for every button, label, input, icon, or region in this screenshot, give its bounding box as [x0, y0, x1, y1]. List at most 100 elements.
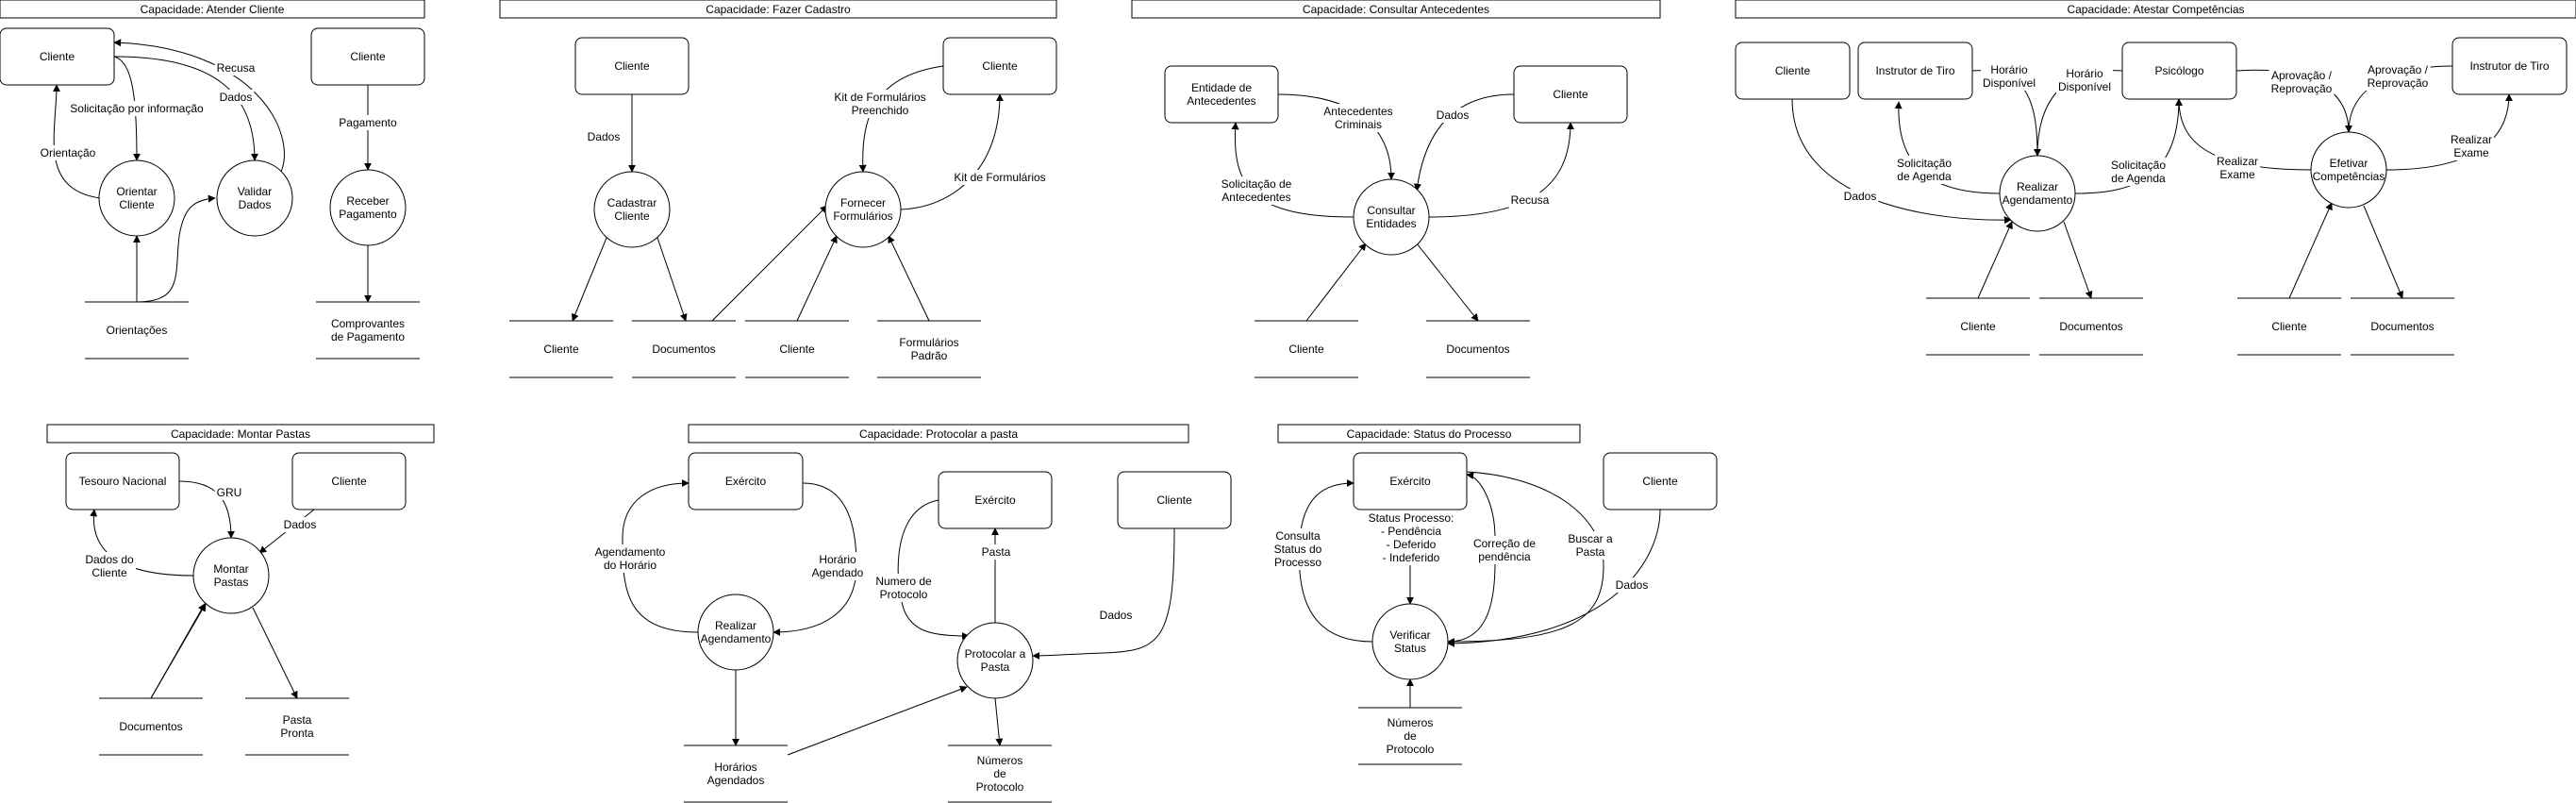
label-dados: Dados	[1616, 578, 1649, 592]
protocolar-client-entity-label: Cliente	[1156, 494, 1192, 507]
panel-montar-pastas-title: Capacidade: Montar Pastas	[171, 427, 310, 441]
edge-formularios-to-fornecer	[888, 235, 930, 322]
protocolar-client-entity	[1117, 471, 1232, 529]
label-dados: Dados	[284, 518, 317, 531]
atestar-documentos-store-2-label: Documentos	[2370, 320, 2434, 333]
protocolar-exercito-entity-1	[688, 452, 804, 510]
atestar-documentos-store-label: Documentos	[2059, 320, 2122, 333]
orientacoes-store-label: Orientações	[107, 324, 168, 337]
cadastrar-cliente-process	[593, 171, 671, 248]
montar-pastas-process	[192, 537, 270, 614]
entidade-antecedentes-entity	[1164, 65, 1279, 124]
edge-numero-protocolo	[897, 499, 970, 640]
status-client-entity-label: Cliente	[1642, 475, 1678, 488]
consultar-documentos-store-label: Documentos	[1446, 343, 1509, 356]
consultar-cliente-store-label: Cliente	[1288, 343, 1324, 356]
label-dados: Dados	[1100, 609, 1133, 622]
panel-fazer-cadastro-title: Capacidade: Fazer Cadastro	[706, 3, 851, 16]
panel-protocolar-pasta-title-frame	[688, 424, 1189, 443]
instrutor-tiro-entity-2-label: Instrutor de Tiro	[2469, 59, 2549, 73]
edge-efetivar-to-documentos	[2363, 205, 2403, 299]
edge-recusa	[113, 39, 285, 173]
panel-atender-cliente-title-frame	[0, 0, 425, 19]
panel-consultar-antecedentes-title: Capacidade: Consultar Antecedentes	[1303, 3, 1489, 16]
edge-horarios-to-protocolar	[787, 685, 968, 756]
instrutor-tiro-entity-1-label: Instrutor de Tiro	[1875, 64, 1954, 77]
protocolar-exercito-entity-1-label: Exército	[725, 475, 767, 488]
panel-montar-pastas-title-frame	[46, 424, 435, 443]
protocolar-exercito-entity-2-label: Exército	[974, 494, 1016, 507]
label-aprovacao-reprovacao-1: Aprovação /Reprovação	[2271, 69, 2333, 95]
psicologo-entity	[2121, 42, 2237, 100]
label-pasta: Pasta	[982, 545, 1011, 559]
fazer-cadastro-cliente-store-2-label: Cliente	[779, 343, 815, 356]
tesouro-nacional-entity-label: Tesouro Nacional	[79, 475, 167, 488]
atestar-cliente-store-2-label: Cliente	[2271, 320, 2307, 333]
fazer-cadastro-documentos-store-label: Documentos	[652, 343, 715, 356]
status-exercito-entity-label: Exército	[1389, 475, 1431, 488]
consultar-antecedentes-client-entity-label: Cliente	[1553, 88, 1588, 101]
edge-agendamento-horario	[622, 479, 699, 633]
edge-orientacoes-to-validar	[136, 194, 216, 303]
instrutor-tiro-entity-2	[2451, 37, 2568, 95]
protocolar-exercito-entity-2	[938, 471, 1053, 529]
label-dados: Dados	[588, 130, 621, 143]
edge-solicitacao-informacao	[113, 56, 141, 161]
fazer-cadastro-entity-1	[574, 37, 690, 95]
edge-dados	[1447, 509, 1661, 647]
label-recusa: Recusa	[1511, 193, 1550, 207]
atestar-cliente-entity-label: Cliente	[1775, 64, 1811, 77]
fazer-cadastro-entity-2-label: Cliente	[982, 59, 1018, 73]
label-dados: Dados	[220, 91, 253, 104]
instrutor-tiro-entity-1	[1857, 42, 1973, 100]
atender-cliente-entity-2	[310, 27, 425, 86]
efetivar-competencias-process	[2310, 131, 2387, 209]
edge-dados	[113, 56, 258, 161]
receber-pagamento-process	[329, 169, 407, 246]
edge-montar-to-pasta	[252, 607, 298, 699]
panel-protocolar-pasta-title: Capacidade: Protocolar a pasta	[859, 427, 1018, 441]
panel-consultar-antecedentes-title-frame	[1131, 0, 1661, 19]
edge-documentos-to-fornecer	[711, 205, 828, 322]
label-dados: Dados	[1844, 190, 1877, 203]
panel-status-processo-title-frame	[1277, 424, 1581, 443]
label-dados: Dados	[1437, 109, 1470, 122]
panel-atestar-competencias-title: Capacidade: Atestar Competências	[2067, 3, 2244, 16]
label-pagamento: Pagamento	[339, 116, 397, 129]
edge-cadastrar-to-documentos	[656, 237, 688, 322]
atender-cliente-entity-1	[0, 27, 115, 86]
edge-dados	[1032, 527, 1175, 660]
edge-protocolar-to-numeros	[994, 697, 1004, 746]
label-status-processo: Status Processo:- Pendência- Deferido- I…	[1369, 511, 1454, 564]
edge-buscar-pasta	[1447, 471, 1604, 645]
atender-cliente-entity-1-label: Cliente	[40, 50, 75, 63]
edge-cliente-to-efetivar	[2288, 202, 2333, 299]
consultar-entidades-process	[1353, 178, 1430, 256]
montar-pastas-client-entity	[291, 452, 407, 510]
atestar-cliente-entity	[1735, 42, 1851, 100]
